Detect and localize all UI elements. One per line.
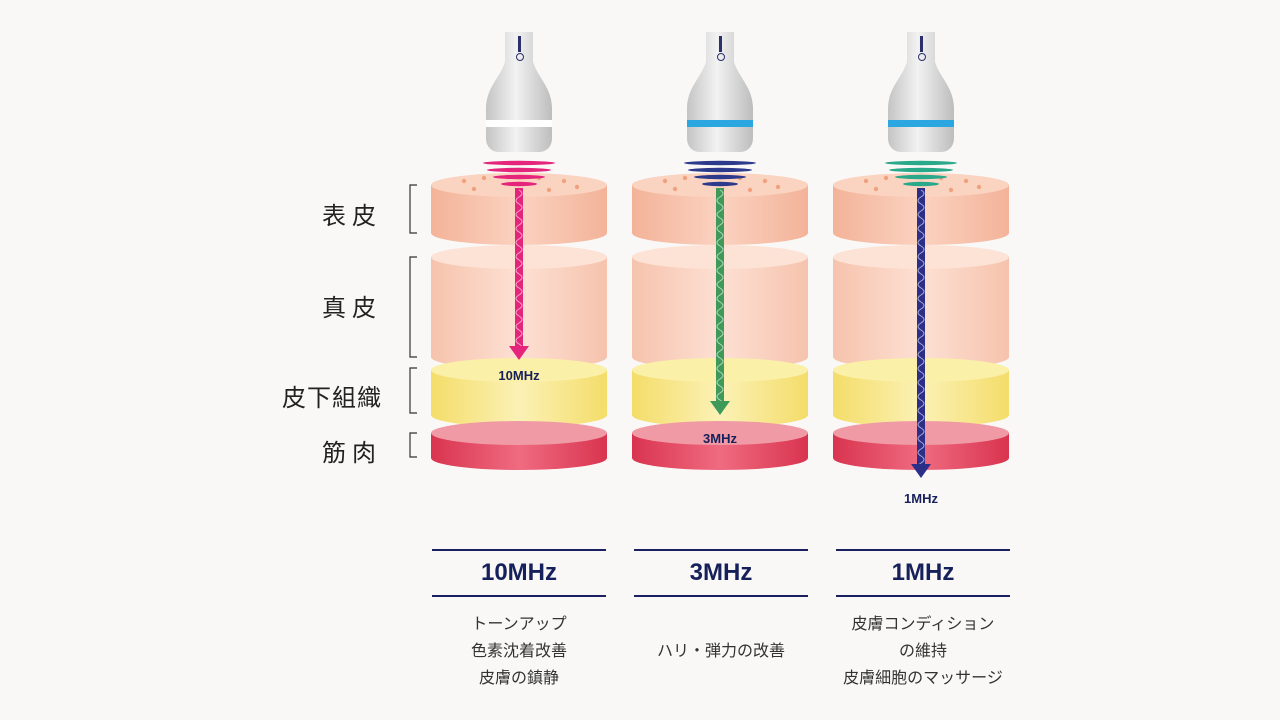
wave-ring <box>702 181 738 187</box>
probe-brand-mark <box>719 36 722 52</box>
description-line: ハリ・弾力の改善 <box>656 641 785 660</box>
description-line: 皮膚の鎮静 <box>478 668 559 687</box>
penetration-arrow <box>911 188 931 478</box>
penetration-arrow <box>710 188 730 415</box>
pore-dot <box>963 178 969 184</box>
ultrasound-probe <box>485 32 553 152</box>
arrow-shaft <box>917 188 925 466</box>
arrow-shaft <box>515 188 523 348</box>
arrow-head <box>710 401 730 415</box>
muscle-layer <box>632 421 808 470</box>
pore-dot <box>762 178 768 184</box>
pore-dot <box>873 186 879 192</box>
wave-ring <box>694 174 746 180</box>
probe-logo-icon <box>516 53 524 61</box>
layer-bracket <box>409 432 417 458</box>
probe-band <box>888 120 954 127</box>
ultrasound-wave-icon <box>885 160 957 187</box>
pore-dot <box>574 184 580 190</box>
arrow-wave <box>716 189 724 415</box>
column-3mhz: 3MHz <box>632 32 808 470</box>
layer-bracket <box>409 184 417 234</box>
probe-brand-mark <box>518 36 521 52</box>
probe-brand-mark <box>920 36 923 52</box>
subcutaneous-layer-side <box>431 370 607 427</box>
pore-dot <box>481 175 487 181</box>
wave-ring <box>684 160 756 166</box>
description-1mhz: 皮膚コンディション の維持 皮膚細胞のマッサージ <box>813 610 1033 691</box>
wave-ring <box>688 167 752 173</box>
wave-ring <box>493 174 545 180</box>
pore-dot <box>747 187 753 193</box>
description-line: 皮膚細胞のマッサージ <box>843 668 1003 687</box>
wave-ring <box>903 181 939 187</box>
ultrasound-probe <box>686 32 754 152</box>
pore-dot <box>682 175 688 181</box>
description-3mhz: ハリ・弾力の改善 <box>611 637 831 664</box>
pore-dot <box>883 175 889 181</box>
pore-dot <box>471 186 477 192</box>
wave-ring <box>889 167 953 173</box>
pore-dot <box>561 178 567 184</box>
pore-dot <box>461 178 467 184</box>
frequency-heading-1mhz: 1MHz <box>836 549 1010 597</box>
description-line: トーンアップ <box>471 614 567 633</box>
muscle-layer <box>431 421 607 470</box>
layer-label-muscle: 筋肉 <box>322 439 382 467</box>
probe-logo-icon <box>918 53 926 61</box>
depth-label: 3MHz <box>703 431 737 446</box>
arrow-head <box>509 346 529 360</box>
description-line: の維持 <box>898 641 947 660</box>
probe-logo-icon <box>717 53 725 61</box>
arrow-wave <box>917 189 925 471</box>
frequency-heading-10mhz: 10MHz <box>432 549 606 597</box>
wave-ring <box>487 167 551 173</box>
ultrasound-wave-icon <box>483 160 555 187</box>
muscle-layer-top <box>431 421 607 445</box>
layer-label-dermis: 真皮 <box>322 294 382 322</box>
penetration-arrow <box>509 188 529 360</box>
wave-ring <box>501 181 537 187</box>
probe-band <box>687 120 753 127</box>
pore-dot <box>775 184 781 190</box>
pore-dot <box>662 178 668 184</box>
depth-label: 1MHz <box>904 491 938 506</box>
layer-bracket <box>409 367 417 414</box>
layer-bracket <box>409 256 417 358</box>
pore-dot <box>672 186 678 192</box>
pore-dot <box>863 178 869 184</box>
arrow-head <box>911 464 931 478</box>
layer-label-subcutaneous: 皮下組織 <box>282 384 382 412</box>
description-line: 皮膚コンディション <box>851 614 995 633</box>
description-line: 色素沈着改善 <box>470 641 567 660</box>
wave-ring <box>483 160 555 166</box>
muscle-layer-top <box>632 421 808 445</box>
pore-dot <box>976 184 982 190</box>
subcutaneous-layer-top <box>431 358 607 382</box>
probe-band <box>486 120 552 127</box>
ultrasound-probe <box>887 32 955 152</box>
wave-ring <box>895 174 947 180</box>
column-1mhz: 1MHz <box>833 32 1009 506</box>
depth-label: 10MHz <box>498 368 540 383</box>
wave-ring <box>885 160 957 166</box>
description-10mhz: トーンアップ 色素沈着改善 皮膚の鎮静 <box>409 610 629 691</box>
subcutaneous-layer <box>431 358 607 427</box>
column-10mhz: 10MHz <box>431 32 607 470</box>
arrow-wave <box>515 189 523 359</box>
ultrasound-wave-icon <box>684 160 756 187</box>
frequency-heading-3mhz: 3MHz <box>634 549 808 597</box>
pore-dot <box>546 187 552 193</box>
layer-label-epidermis: 表皮 <box>322 202 382 230</box>
pore-dot <box>948 187 954 193</box>
